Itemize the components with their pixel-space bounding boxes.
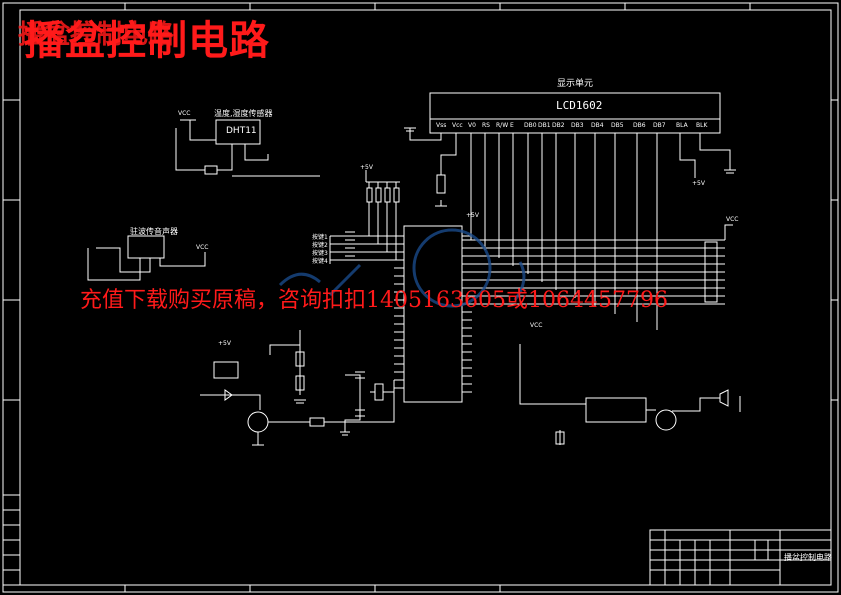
buzzer-vcc-label: VCC [530, 322, 543, 329]
buzzer-circuit [519, 344, 741, 445]
lcd-pin-label: DB1 [538, 122, 551, 129]
lcd-pin-label: DB6 [633, 122, 646, 129]
key-label-4: 按键4 [312, 258, 328, 265]
promo-watermark: 充值下载购买原稿，咨询扣扣1405163605或1064457796 [80, 288, 668, 313]
pullup-resistors [365, 170, 400, 260]
lcd-pin-label: Vss [436, 122, 447, 129]
voice-module [87, 235, 206, 281]
bus-vcc-label: VCC [726, 216, 739, 223]
lcd-pin-label: DB7 [653, 122, 666, 129]
mcu-power-label: +5V [466, 212, 479, 219]
title-block [649, 529, 832, 586]
title-ghost-text: 播盆控制电路 [18, 20, 175, 50]
lcd-pin-label: DB2 [552, 122, 565, 129]
lcd-pin-label: DB3 [571, 122, 584, 129]
key-buttons [329, 231, 394, 264]
lcd-pin-label: Vcc [452, 122, 463, 129]
mcu-left-pins [394, 235, 404, 389]
lcd-pin-label: BLA [676, 122, 688, 129]
dht11-sensor [175, 119, 320, 177]
title-block-name: 播盆控制电路 [784, 553, 832, 562]
key-label-2: 按键2 [312, 242, 328, 249]
sensor-chip-label: DHT11 [226, 126, 257, 136]
data-bus [462, 224, 733, 305]
key-label-3: 按键3 [312, 250, 328, 257]
pump-driver [200, 361, 395, 446]
lcd-pin-label: BLK [696, 122, 708, 129]
key-label-1: 按键1 [312, 234, 328, 241]
contrast-potentiometer [436, 174, 446, 194]
lcd-pin-label: DB5 [611, 122, 624, 129]
inner-frame [19, 9, 832, 586]
lcd-pin-label: DB4 [591, 122, 604, 129]
lcd-pin-label: E [510, 122, 514, 129]
pullup-power-label: +5V [360, 164, 373, 171]
watermark-logo [278, 228, 526, 308]
voice-module-label: 驻波传音声器 [130, 227, 178, 236]
lcd-pin-label: RS [482, 122, 490, 129]
backlight-power-label: +5V [692, 180, 705, 187]
sensor-vcc-label: VCC [178, 110, 191, 117]
sensor-label: 温度,湿度传感器 [214, 109, 273, 118]
drawing-title: 播盆控制电路 [24, 17, 270, 64]
display-unit-label: 显示单元 [557, 79, 594, 89]
pump-power-label: +5V [218, 340, 231, 347]
lcd-pin-lines [409, 128, 731, 330]
lcd-pin-label: V0 [468, 122, 476, 129]
mcu-right-pins [462, 235, 472, 393]
lcd-pin-label: DB0 [524, 122, 537, 129]
lcd-model-label: LCD1602 [556, 99, 603, 112]
ground-symbols [294, 127, 736, 436]
voice-vcc-label: VCC [196, 244, 209, 251]
mcu-chip [403, 225, 463, 403]
crystal-circuit [269, 330, 394, 432]
lcd-pin-label: R/W [496, 122, 509, 129]
